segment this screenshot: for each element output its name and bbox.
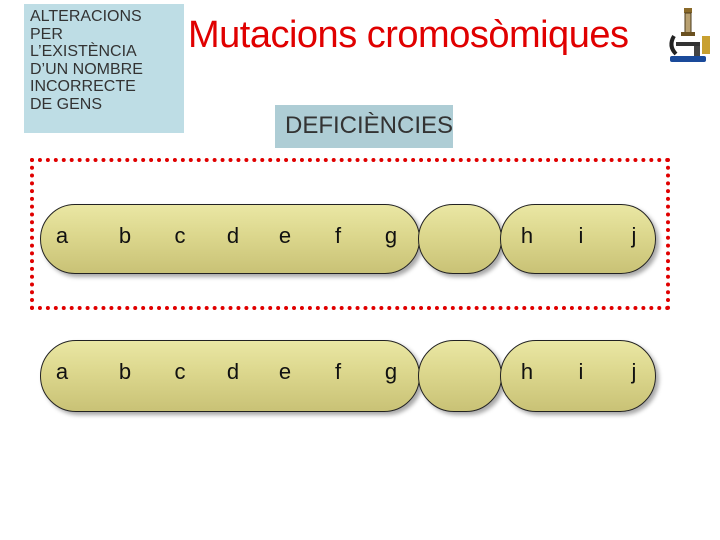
microscope-icon [669, 8, 710, 62]
topic-label: ALTERACIONS PER L’EXISTÈNCIA D’UN NOMBRE… [30, 8, 143, 113]
gene-label-e: e [278, 223, 292, 248]
deletion-highlight [30, 158, 670, 310]
chromosome-arm-left [40, 204, 420, 274]
centromere-segment [418, 204, 502, 274]
gene-label-h: h [520, 359, 534, 384]
subtitle: DEFICIÈNCIES [285, 112, 454, 139]
gene-label-b: b [118, 359, 132, 384]
gene-label-j: j [631, 359, 637, 384]
chromosome-arm-right [500, 204, 656, 274]
gene-label-h: h [520, 223, 534, 248]
gene-label-d: d [226, 359, 240, 384]
gene-label-a: a [55, 223, 69, 248]
gene-label-d: d [226, 223, 240, 248]
gene-label-e: e [278, 359, 292, 384]
gene-label-f: f [334, 223, 342, 248]
page-title: Mutacions cromosòmiques [188, 14, 629, 56]
gene-label-c: c [174, 223, 186, 248]
gene-label-f: f [334, 359, 342, 384]
gene-label-a: a [55, 359, 69, 384]
gene-label-g: g [384, 359, 398, 384]
gene-label-g: g [384, 223, 398, 248]
chromosome-arm-right [500, 340, 656, 412]
topic-box [24, 4, 184, 133]
gene-label-b: b [118, 223, 132, 248]
centromere-segment [418, 340, 502, 412]
gene-label-j: j [631, 223, 637, 248]
gene-label-c: c [174, 359, 186, 384]
subtitle-box [275, 105, 453, 148]
gene-label-i: i [578, 359, 584, 384]
chromosome-arm-left [40, 340, 420, 412]
gene-label-i: i [578, 223, 584, 248]
